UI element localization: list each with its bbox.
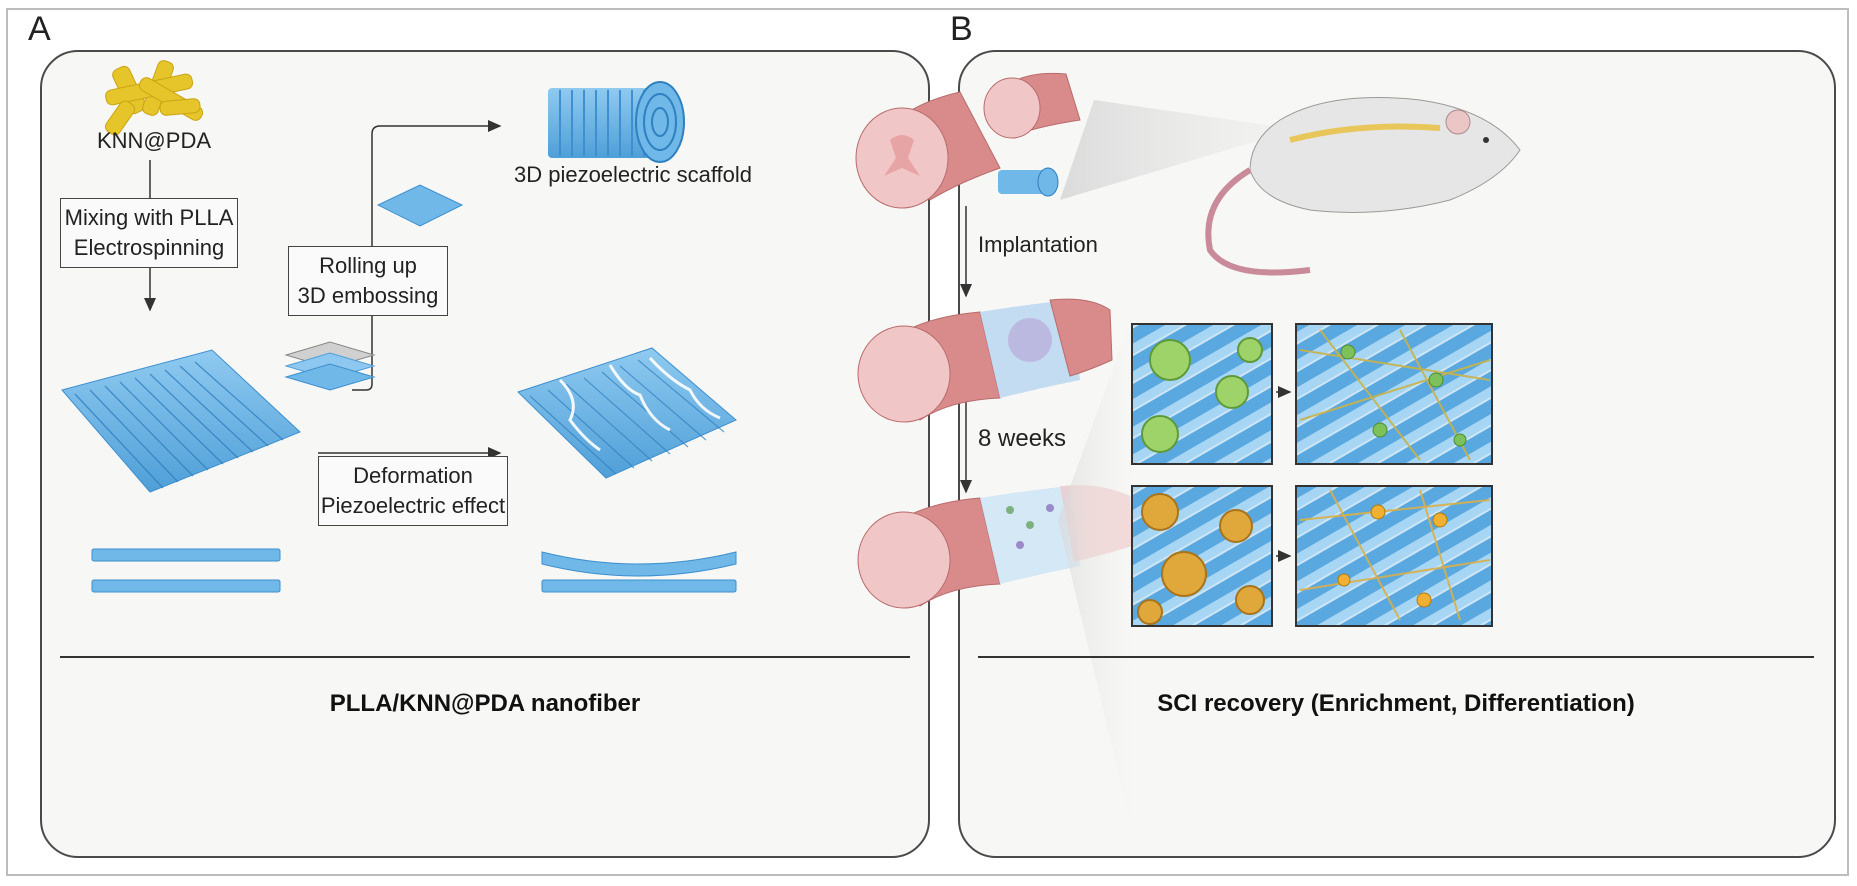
knn-pda-label: KNN@PDA (96, 128, 212, 153)
fiber-mat-icon (61, 349, 301, 493)
spinal-cord-icon (855, 72, 1081, 209)
panel-a-caption: PLLA/KNN@PDA nanofiber (329, 690, 641, 717)
panel-b-letter: B (944, 10, 979, 49)
cell-tile-icon (1131, 485, 1273, 627)
cell-tile-icon (1131, 323, 1273, 465)
implantation-label: Implantation (978, 232, 1098, 257)
rolled-scaffold-icon (548, 81, 685, 163)
cell-tile-icon (1295, 485, 1493, 627)
spinal-cord-icon (857, 298, 1113, 423)
fiber-layer-icon (91, 548, 737, 593)
panel-a-divider (60, 656, 910, 658)
knn-pda-nanorod-icon (104, 60, 204, 136)
panel-b-caption: SCI recovery (Enrichment, Differentiatio… (1157, 690, 1635, 717)
fiber-mat-icon (284, 341, 376, 391)
zoom-cone (1058, 316, 1132, 830)
mixing-electrospinning-box: Mixing with PLLA Electrospinning (60, 198, 238, 268)
rolled-scaffold-icon (998, 167, 1059, 197)
mouse-icon (1205, 97, 1521, 276)
outer-frame (6, 8, 1849, 876)
step2-line2: 3D embossing (297, 283, 439, 308)
cell-tile-icon (1295, 323, 1493, 465)
fiber-mat-icon (376, 184, 464, 227)
step3-line2: Piezoelectric effect (320, 493, 506, 518)
deformation-box: Deformation Piezoelectric effect (318, 456, 508, 526)
panel-b-divider (978, 656, 1814, 658)
step1-line2: Electrospinning (73, 235, 225, 260)
fiber-mat-icon (517, 347, 737, 479)
step3-line1: Deformation (353, 463, 473, 488)
weeks-label: 8 weeks (978, 425, 1067, 452)
step1-line1: Mixing with PLLA (64, 205, 234, 230)
zoom-cone (1060, 100, 1370, 200)
step2-line1: Rolling up (319, 253, 417, 278)
panel-a-letter: A (22, 10, 57, 49)
rolling-embossing-box: Rolling up 3D embossing (288, 246, 448, 316)
scaffold-label: 3D piezoelectric scaffold (513, 162, 753, 187)
